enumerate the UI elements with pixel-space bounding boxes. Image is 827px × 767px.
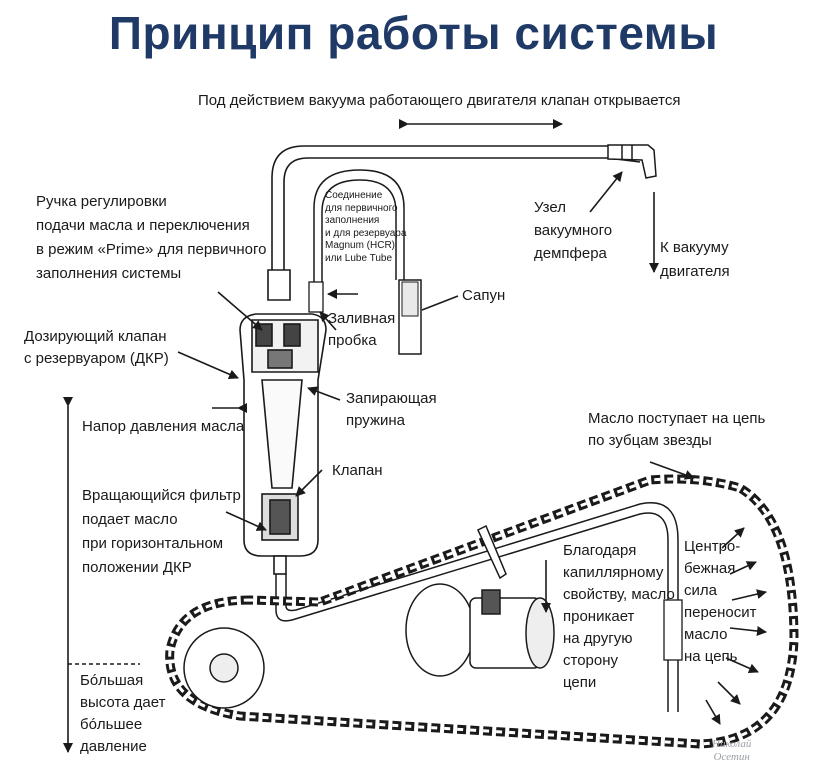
page-title: Принцип работы системы [108,7,719,59]
label-priming-connection: Соединение для первичного заполнения и д… [325,190,407,264]
vacuum-damper [607,144,657,179]
label-adjustment-knob: Ручка регулировки подачи масла и переклю… [36,193,267,282]
label-to-engine-vacuum: К вакууму двигателя [660,239,730,280]
label-centrifugal: Центро- бежная сила переносит масло на ц… [684,538,757,665]
label-greater-height: Бóльшая высота дает бóльшее давление [80,672,166,755]
rear-sprocket [183,627,265,709]
front-sprocket-hub [405,524,555,677]
label-oil-to-chain: Масло поступает на цепь по зубцам звезды [588,410,766,449]
vacuum-tube [271,145,641,290]
filler-plug [308,281,324,313]
label-oil-pressure-head: Напор давления масла [82,418,245,435]
oil-nozzle [663,599,683,661]
label-capillary: Благодаря капиллярному свойству, масло п… [563,542,675,691]
priming-connection-loop [313,169,405,290]
label-rotating-filter: Вращающийся фильтр подает масло при гори… [82,487,241,576]
label-metering-valve: Дозирующий клапан с резервуаром (ДКР) [24,328,169,367]
label-breather: Сапун [462,287,506,304]
oil-feed-line [275,502,679,712]
label-vacuum-valve-opens: Под действием вакуума работающего двигат… [198,92,681,109]
watermark-signature: Николай Осетин [712,738,752,763]
label-vacuum-damper: Узел вакуумного демпфера [534,199,613,262]
label-filler-plug: Заливная пробка [328,310,396,349]
label-lock-spring: Запирающая пружина [346,390,437,429]
arrows [63,119,767,753]
metering-valve-reservoir [239,269,327,575]
label-valve: Клапан [332,462,383,479]
